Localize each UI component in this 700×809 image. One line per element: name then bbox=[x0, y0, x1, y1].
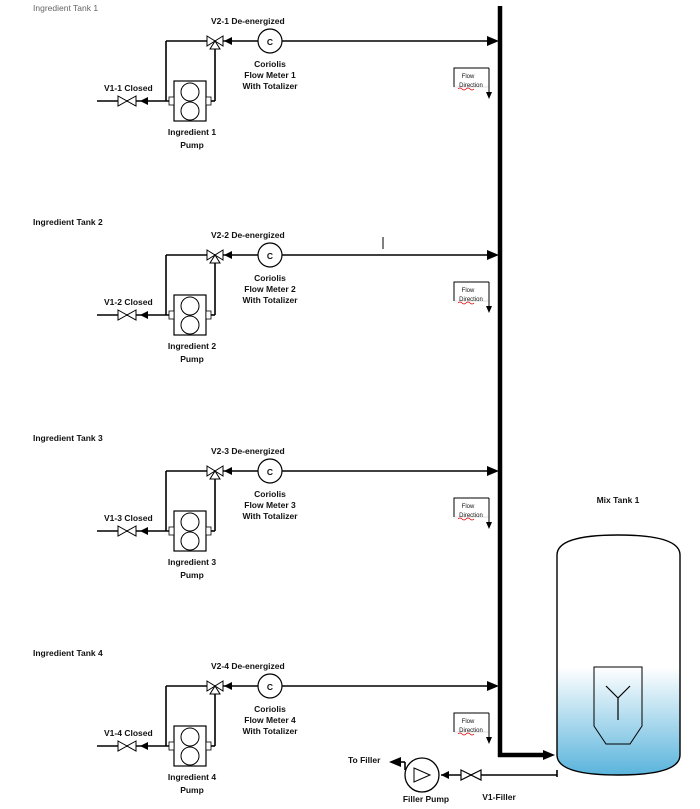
v2-valve-icon[interactable] bbox=[206, 249, 224, 264]
v1-valve-label: V1-1 Closed bbox=[104, 83, 153, 93]
flow-meter-icon[interactable] bbox=[257, 28, 283, 54]
outlet-flow-arrow bbox=[140, 527, 148, 535]
filler-flow-arrow bbox=[441, 771, 449, 779]
flow-meter-label-line: With Totalizer bbox=[242, 726, 298, 736]
flow-meter-label-line: With Totalizer bbox=[242, 81, 298, 91]
flow-meter-label-line: Coriolis bbox=[254, 489, 286, 499]
to-filler-label: To Filler bbox=[348, 755, 381, 765]
flow-note-line: Flow bbox=[462, 288, 475, 294]
tank-label: Ingredient Tank 4 bbox=[33, 648, 103, 658]
header-inlet-arrow bbox=[487, 681, 499, 691]
mix-tank: Mix Tank 1 bbox=[556, 495, 681, 776]
flow-meter-label-line: Flow Meter 2 bbox=[244, 284, 296, 294]
outlet-flow-arrow bbox=[140, 311, 148, 319]
filler-pump-label: Filler Pump bbox=[403, 794, 449, 804]
v2-valve-label: V2-4 De-energized bbox=[211, 661, 285, 671]
tank-label: Ingredient Tank 2 bbox=[33, 217, 103, 227]
filler-valve-icon[interactable] bbox=[460, 769, 482, 781]
v1-valve-icon[interactable] bbox=[117, 740, 137, 752]
flow-note-line: Direction bbox=[459, 513, 483, 519]
flow-meter-label-line: Flow Meter 3 bbox=[244, 500, 296, 510]
filler-valve-label: V1-Filler bbox=[482, 792, 516, 802]
mix-tank-vessel bbox=[556, 534, 681, 776]
to-filler-arrow bbox=[389, 757, 401, 767]
header-inlet-arrow bbox=[487, 250, 499, 260]
flow-meter-label-line: Flow Meter 1 bbox=[244, 70, 296, 80]
v1-valve-label: V1-3 Closed bbox=[104, 513, 153, 523]
pump-icon[interactable] bbox=[168, 80, 212, 122]
v2-valve-icon[interactable] bbox=[206, 465, 224, 480]
flow-note-line: Direction bbox=[459, 83, 483, 89]
pump-label-2: Pump bbox=[180, 570, 204, 580]
outlet-flow-arrow bbox=[140, 742, 148, 750]
flow-note-line: Direction bbox=[459, 297, 483, 303]
flow-meter-symbol: C bbox=[267, 467, 273, 477]
v2-valve-label: V2-2 De-energized bbox=[211, 230, 285, 240]
v1-valve-icon[interactable] bbox=[117, 95, 137, 107]
flow-meter-symbol: C bbox=[267, 251, 273, 261]
flow-note-line: Flow bbox=[462, 504, 475, 510]
v1-valve-icon[interactable] bbox=[117, 309, 137, 321]
flow-note-line: Direction bbox=[459, 728, 483, 734]
pump-label-2: Pump bbox=[180, 785, 204, 795]
flow-meter-icon[interactable] bbox=[257, 673, 283, 699]
flow-note-line: Flow bbox=[462, 719, 475, 725]
pump-label: Ingredient 4 bbox=[168, 772, 216, 782]
mix-tank-agitator-housing bbox=[593, 666, 643, 745]
flow-meter-label-line: Coriolis bbox=[254, 273, 286, 283]
v2-valve-icon[interactable] bbox=[206, 680, 224, 695]
v2-valve-icon[interactable] bbox=[206, 35, 224, 50]
outlet-flow-arrow bbox=[140, 97, 148, 105]
flow-meter-icon[interactable] bbox=[257, 458, 283, 484]
flow-meter-label-line: Flow Meter 4 bbox=[244, 715, 296, 725]
flow-meter-symbol: C bbox=[267, 682, 273, 692]
pump-label: Ingredient 3 bbox=[168, 557, 216, 567]
pump-label-2: Pump bbox=[180, 354, 204, 364]
flow-meter-icon[interactable] bbox=[257, 242, 283, 268]
flow-meter-symbol: C bbox=[267, 37, 273, 47]
v2-valve-label: V2-1 De-energized bbox=[211, 16, 285, 26]
mix-tank-label: Mix Tank 1 bbox=[597, 495, 640, 505]
pump-icon[interactable] bbox=[168, 510, 212, 552]
agitator-icon bbox=[605, 685, 631, 720]
header-inlet-arrow bbox=[487, 466, 499, 476]
flow-meter-label-line: With Totalizer bbox=[242, 511, 298, 521]
pump-icon[interactable] bbox=[168, 294, 212, 336]
mix-inlet-arrow bbox=[543, 750, 555, 760]
tank-label: Ingredient Tank 1 bbox=[33, 3, 98, 13]
filler-section: To Filler Filler Pump V1-Filler bbox=[348, 755, 558, 804]
filler-pump-triangle bbox=[413, 767, 432, 783]
pump-label: Ingredient 1 bbox=[168, 127, 216, 137]
pump-label: Ingredient 2 bbox=[168, 341, 216, 351]
v1-valve-label: V1-2 Closed bbox=[104, 297, 153, 307]
flow-meter-label-line: With Totalizer bbox=[242, 295, 298, 305]
header-inlet-arrow bbox=[487, 36, 499, 46]
v2-valve-label: V2-3 De-energized bbox=[211, 446, 285, 456]
flow-note-line: Flow bbox=[462, 74, 475, 80]
pump-label-2: Pump bbox=[180, 140, 204, 150]
pump-icon[interactable] bbox=[168, 725, 212, 767]
v1-valve-icon[interactable] bbox=[117, 525, 137, 537]
flow-meter-label-line: Coriolis bbox=[254, 704, 286, 714]
v1-valve-label: V1-4 Closed bbox=[104, 728, 153, 738]
tank-label: Ingredient Tank 3 bbox=[33, 433, 103, 443]
flow-meter-label-line: Coriolis bbox=[254, 59, 286, 69]
